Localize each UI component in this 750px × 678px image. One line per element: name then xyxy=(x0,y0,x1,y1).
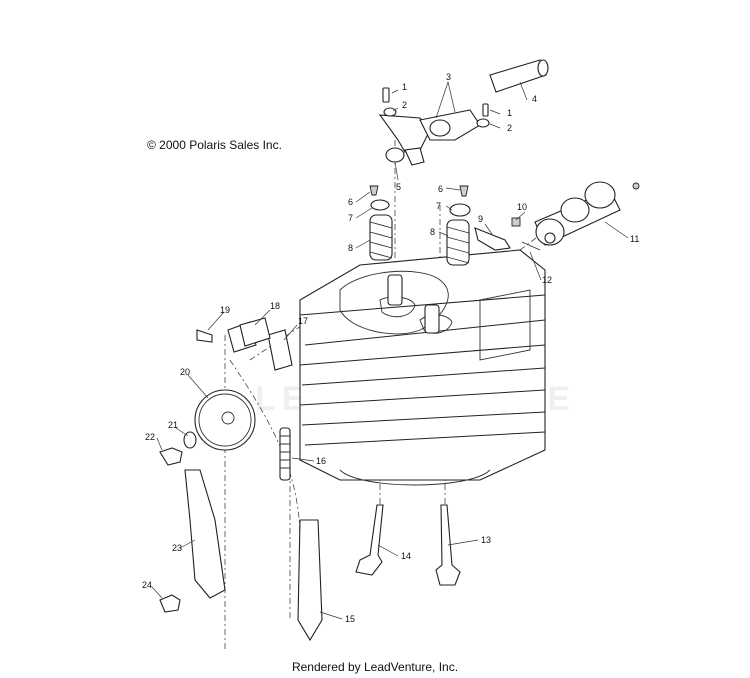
part-21-washer xyxy=(183,431,197,449)
part-4-rocker-shaft xyxy=(489,59,549,93)
callout-8: 8 xyxy=(348,243,353,253)
part-14-intake-valve xyxy=(355,504,384,576)
callout-3: 3 xyxy=(446,72,451,82)
part-2-nut xyxy=(383,107,490,128)
part-15-chain-guide xyxy=(297,519,323,642)
callout-17: 17 xyxy=(298,316,308,326)
part-23-tensioner-blade xyxy=(184,469,226,599)
leader-lines xyxy=(151,81,629,620)
callout-7: 7 xyxy=(348,213,353,223)
part-6-keeper xyxy=(369,185,469,197)
callout-1b: 1 xyxy=(507,108,512,118)
callout-20: 20 xyxy=(180,367,190,377)
part-18-tensioner xyxy=(227,317,271,353)
callout-19: 19 xyxy=(220,305,230,315)
callout-1: 1 xyxy=(402,82,407,92)
callout-14: 14 xyxy=(401,551,411,561)
part-11-camshaft xyxy=(534,181,640,246)
callout-6b: 6 xyxy=(438,184,443,194)
callout-12: 12 xyxy=(542,275,552,285)
callout-7b: 7 xyxy=(436,201,441,211)
part-7-retainer xyxy=(370,199,471,217)
part-19-bolt xyxy=(196,329,213,343)
callout-16: 16 xyxy=(316,456,326,466)
part-9-lever xyxy=(474,227,511,251)
part-22-bolt xyxy=(159,447,183,466)
part-24-bolt xyxy=(159,594,181,613)
callout-2: 2 xyxy=(402,100,407,110)
cylinder-head xyxy=(299,249,546,486)
callout-4: 4 xyxy=(532,94,537,104)
callout-labels: 1 2 3 1 2 4 5 6 6 7 7 8 8 9 10 11 12 13 … xyxy=(142,72,639,624)
render-credit: Rendered by LeadVenture, Inc. xyxy=(291,660,459,674)
part-5-washer xyxy=(385,147,405,163)
callout-21: 21 xyxy=(168,420,178,430)
copyright-notice: © 2000 Polaris Sales Inc. xyxy=(147,138,282,152)
callout-2b: 2 xyxy=(507,123,512,133)
callout-15: 15 xyxy=(345,614,355,624)
part-12-pin xyxy=(521,241,541,251)
part-16-cam-chain xyxy=(279,427,291,481)
callout-10: 10 xyxy=(517,202,527,212)
part-8-valve-spring xyxy=(369,214,470,266)
callout-18: 18 xyxy=(270,301,280,311)
part-1-adjuster xyxy=(382,87,489,117)
part-17-gasket xyxy=(267,329,293,371)
callout-23: 23 xyxy=(172,543,182,553)
part-20-sprocket xyxy=(194,389,256,451)
part-10-spring xyxy=(511,217,521,227)
rocker-arm-assembly xyxy=(378,109,481,166)
callout-8b: 8 xyxy=(430,227,435,237)
callout-9: 9 xyxy=(478,214,483,224)
callout-22: 22 xyxy=(145,432,155,442)
callout-5: 5 xyxy=(396,182,401,192)
callout-11: 11 xyxy=(630,234,639,244)
callout-13: 13 xyxy=(481,535,491,545)
callout-24: 24 xyxy=(142,580,152,590)
callout-6: 6 xyxy=(348,197,353,207)
